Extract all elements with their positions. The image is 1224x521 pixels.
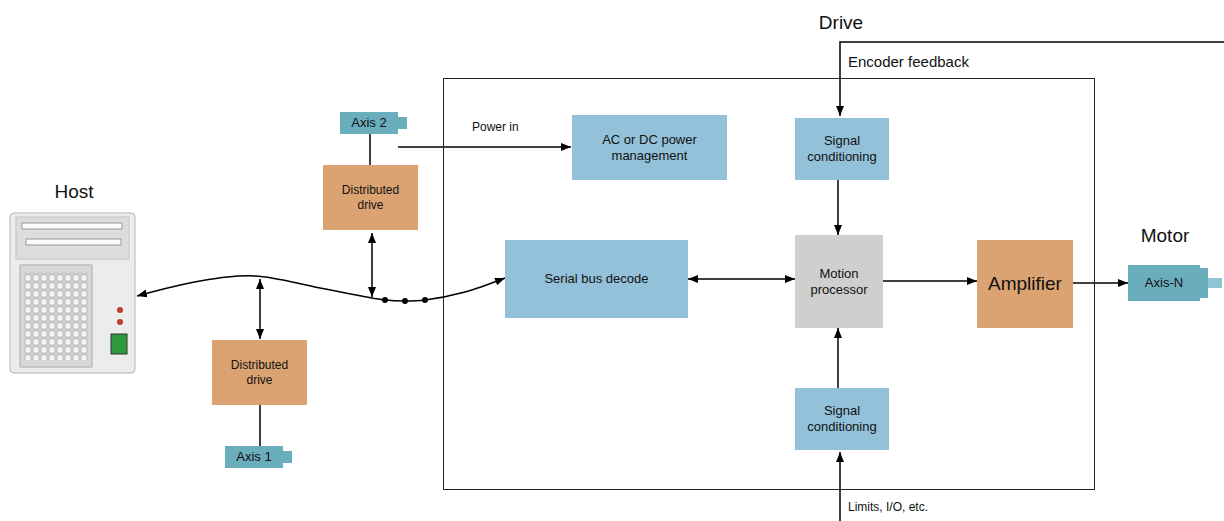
signal-label: Limits, I/O, etc.: [848, 500, 928, 514]
bus-tap-arrow: [371, 233, 373, 297]
signal-connector: [1073, 282, 1128, 284]
node-label: Distributed drive: [330, 183, 412, 212]
function-block: Distributed drive: [212, 340, 307, 405]
signal-connector: [837, 180, 839, 235]
node-label: Axis 2: [340, 112, 398, 134]
signal-connector: [688, 278, 795, 280]
bus-tap-arrow: [259, 279, 261, 339]
function-block: Serial bus decode: [505, 240, 688, 318]
drive-enclosure: DriveAC or DC power managementSignal con…: [443, 78, 1095, 490]
function-block: AC or DC power management: [572, 115, 727, 180]
node-label: Motor: [1128, 224, 1202, 248]
motor-icon: Axis 1: [225, 446, 292, 468]
function-block: Distributed drive: [323, 165, 418, 230]
motor-icon: MotorAxis-N: [1128, 224, 1224, 301]
function-block: Motion processor: [795, 235, 883, 328]
signal-connector: [837, 328, 839, 388]
signal-connector: [369, 134, 371, 165]
signal-label: Encoder feedback: [848, 53, 969, 70]
motor-icon: Axis 2: [340, 112, 407, 134]
power-wire: [398, 146, 571, 148]
serial-bus: [137, 276, 505, 301]
signal-label: Power in: [472, 120, 519, 134]
host-computer: Host: [8, 180, 140, 377]
function-block: Signal conditioning: [795, 388, 889, 450]
function-block: Amplifier: [977, 240, 1073, 328]
limits-wire: [839, 452, 841, 521]
node-label: Signal conditioning: [800, 403, 884, 434]
node-label: Host: [8, 180, 140, 204]
encoder-wire: [840, 42, 1224, 116]
node-label: Axis 1: [225, 446, 283, 468]
node-label: Serial bus decode: [544, 271, 648, 287]
node-label: Distributed drive: [219, 358, 301, 387]
node-sublabel: Axis-N: [1128, 265, 1200, 301]
signal-connector: [883, 280, 977, 282]
node-label: Drive: [791, 11, 891, 35]
function-block: Signal conditioning: [795, 118, 889, 180]
signal-connector: [259, 405, 261, 446]
host-illustration: [10, 213, 135, 373]
node-label: Motion processor: [800, 266, 878, 297]
node-label: AC or DC power management: [580, 132, 720, 163]
node-label: Signal conditioning: [800, 133, 884, 164]
node-label: Amplifier: [988, 273, 1062, 296]
